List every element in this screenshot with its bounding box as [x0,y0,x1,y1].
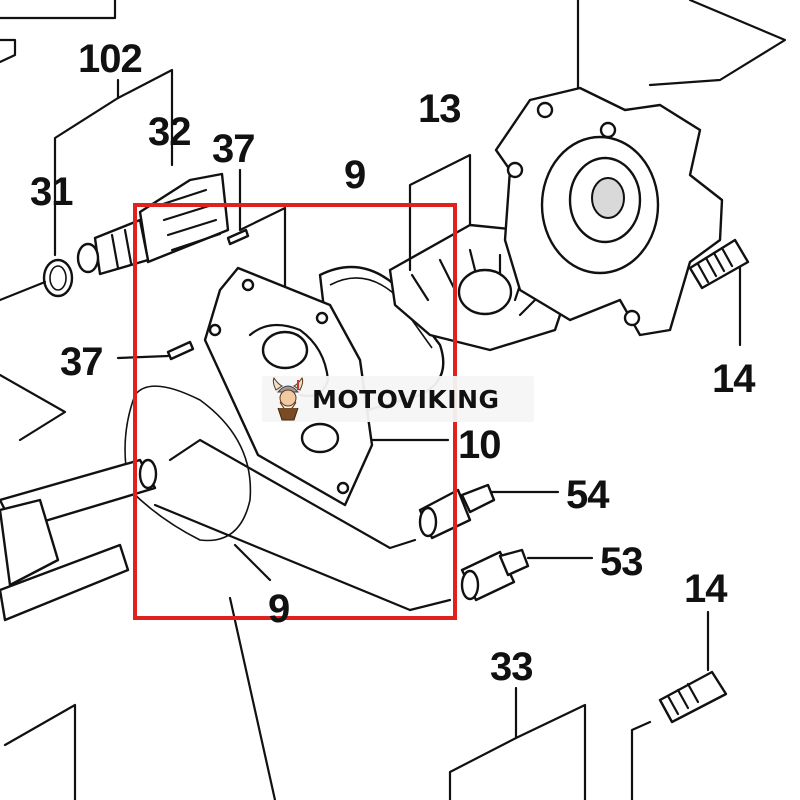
pin-part-37-top [226,228,250,246]
leader-9-bottom [233,543,272,582]
leader-37-top [238,168,287,302]
viking-logo-icon [272,377,304,421]
leader-frame-top-right [648,0,787,87]
corner-fragment-top-left [0,0,117,64]
callout-33: 33 [490,645,533,689]
watermark: MOTOVIKING [262,376,534,422]
frame-lines-lower [153,438,452,612]
leader-frame-102 [53,68,174,257]
impeller-shaft-part-32 [76,172,230,276]
leader-frame-33 [448,686,587,800]
frame-lines-bottom-left [3,596,277,800]
bolt-part-14-right [688,238,750,290]
bolt-part-14-low [658,670,728,724]
stud-rods [0,458,158,622]
callout-14-low: 14 [684,567,728,611]
watermark-text: MOTOVIKING [312,384,500,414]
fitting-part-54 [418,483,496,540]
callout-32: 32 [148,110,191,154]
o-ring-part-31 [42,258,74,298]
callout-102: 102 [78,37,142,81]
fitting-part-53 [460,548,530,602]
callout-9-bottom: 9 [268,587,289,631]
callout-13: 13 [418,87,461,131]
leader-lower-right [630,720,652,800]
leader-37-mid [116,354,170,360]
pump-housing [494,86,724,337]
callout-31: 31 [30,170,73,214]
callout-10: 10 [458,423,501,467]
callout-9-top: 9 [344,153,365,197]
callout-37-mid: 37 [60,340,103,384]
callout-14-right: 14 [712,357,756,401]
frame-lines-left [0,373,67,442]
frame-line-left-top [0,280,47,302]
callout-37-top: 37 [212,127,255,171]
callout-53: 53 [600,540,643,584]
callout-54: 54 [566,473,610,517]
pin-part-37-mid [166,340,195,361]
